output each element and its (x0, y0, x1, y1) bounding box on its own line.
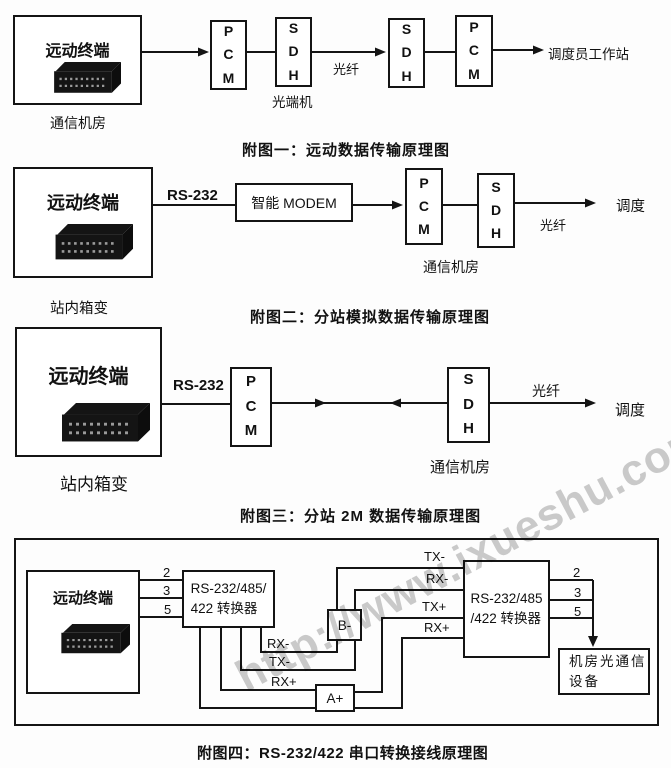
d2-pcm-label: P C M (418, 174, 430, 238)
d4-right-pin-3: 3 (574, 585, 582, 600)
d3-room-caption: 通信机房 (430, 459, 491, 476)
d3-pcm-label: P C M (244, 372, 258, 440)
d1-terminal-box: 远动终端 (13, 15, 142, 105)
d1-terminal-title: 远动终端 (45, 43, 110, 60)
d2-terminal-title: 远动终端 (47, 193, 119, 213)
d4-wire-label-rx-minus-lower: RX- (267, 636, 290, 651)
d4-outer-border (14, 538, 659, 726)
d2-dispatch-label: 调度 (616, 199, 645, 215)
d1-wires (142, 49, 535, 53)
d2-pcm-box: P C M (405, 168, 443, 245)
d2-modem-box: 智能 MODEM (235, 183, 353, 222)
d4-right-pin-2: 2 (573, 565, 581, 580)
d4-wire-label-rx-plus-lower: RX+ (271, 674, 297, 689)
d2-caption: 附图二：分站模拟数据传输原理图 (250, 309, 491, 326)
d3-terminal-caption: 站内箱变 (60, 475, 128, 494)
d4-wires (140, 567, 594, 709)
d1-sdh-right-label: S D H (401, 21, 412, 84)
terminal-device-graphic (55, 224, 133, 260)
d2-sdh-box: S D H (477, 173, 515, 248)
d4-right-pin-5: 5 (574, 604, 582, 619)
d3-sdh-label: S D H (463, 370, 474, 438)
d2-terminal-box: 远动终端 (13, 167, 153, 278)
d4-left-pin-5: 5 (164, 602, 172, 617)
d3-wires (162, 402, 587, 405)
d3-terminal-title: 远动终端 (48, 366, 129, 388)
terminal-device-graphic (62, 403, 150, 442)
d2-terminal-caption: 站内箱变 (50, 301, 108, 317)
d1-terminal-caption: 通信机房 (50, 115, 106, 131)
d1-sdh-left-box: S D H (275, 17, 312, 87)
d4-converter-left-box: RS-232/485/ 422 转换器 (182, 570, 275, 628)
d4-wire-label-tx-plus-upper: TX+ (422, 599, 447, 614)
terminal-device-graphic (61, 624, 130, 654)
d3-pcm-box: P C M (230, 367, 272, 447)
d2-rs232-label: RS-232 (167, 187, 218, 204)
d3-caption: 附图三：分站 2M 数据传输原理图 (240, 508, 482, 525)
d3-arrowheads (315, 398, 596, 408)
d2-modem-label: 智能 MODEM (251, 194, 337, 211)
d1-optical-terminal-caption: 光端机 (272, 95, 313, 110)
d1-fiber-label: 光纤 (333, 62, 360, 77)
d1-pcm-right-label: P C M (468, 19, 480, 82)
d1-arrowheads (198, 45, 544, 57)
d3-terminal-box: 远动终端 (15, 327, 162, 457)
d4-converter-right-box: RS-232/485 /422 转换器 (463, 560, 550, 658)
d2-sdh-label: S D H (490, 178, 502, 242)
d4-converter-right-label: RS-232/485 /422 转换器 (470, 591, 543, 626)
d3-rs232-label: RS-232 (173, 377, 224, 394)
d4-converter-left-label: RS-232/485/ 422 转换器 (190, 581, 267, 616)
d1-caption: 附图一：远动数据传输原理图 (242, 142, 451, 159)
d4-wire-label-rx-plus-upper: RX+ (424, 620, 450, 635)
d4-b-minus-box: B- (327, 609, 362, 641)
d4-optical-device-label: 机房光通信 设备 (569, 653, 647, 689)
d1-dispatcher-workstation-label: 调度员工作站 (548, 47, 629, 62)
d2-room-caption: 通信机房 (423, 259, 479, 275)
d3-fiber-label: 光纤 (532, 383, 560, 399)
d2-arrowheads (392, 198, 596, 210)
d2-fiber-label: 光纤 (540, 218, 567, 233)
d1-pcm-left-box: P C M (210, 20, 247, 90)
d2-wires (153, 202, 587, 206)
terminal-device-graphic (54, 62, 121, 93)
d1-pcm-left-label: P C M (222, 23, 235, 86)
d4-wire-label-tx-minus-lower: TX- (269, 654, 290, 669)
d1-sdh-right-box: S D H (388, 18, 425, 88)
d4-a-plus-label: A+ (326, 690, 344, 706)
d3-sdh-box: S D H (447, 367, 490, 443)
d4-left-pin-3: 3 (163, 583, 171, 598)
d1-pcm-right-box: P C M (455, 15, 493, 87)
d4-a-plus-box: A+ (315, 684, 355, 712)
d4-b-minus-label: B- (337, 617, 352, 633)
d4-terminal-box: 远动终端 (26, 570, 140, 694)
d4-optical-device-box: 机房光通信 设备 (558, 648, 650, 695)
d1-sdh-left-label: S D H (288, 20, 299, 83)
d3-dispatch-label: 调度 (615, 402, 646, 419)
d4-caption: 附图四：RS-232/422 串口转换接线原理图 (197, 745, 489, 762)
d4-wire-label-tx-minus-upper: TX- (424, 549, 445, 564)
d4-wire-label-rx-minus-upper: RX- (426, 571, 449, 586)
d4-terminal-title: 远动终端 (52, 590, 113, 607)
d4-arrowheads (588, 636, 598, 647)
d4-left-pin-2: 2 (163, 565, 171, 580)
